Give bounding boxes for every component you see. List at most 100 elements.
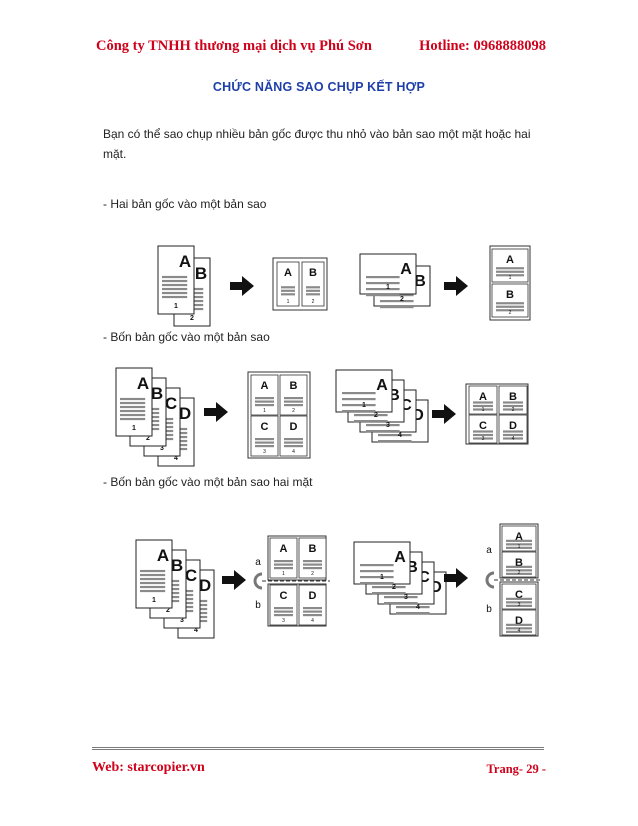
text-line: [303, 610, 322, 613]
text-line: [255, 404, 274, 407]
side-label-a: a: [486, 545, 492, 556]
text-line: [284, 397, 303, 400]
text-line: [162, 275, 188, 279]
text-line: [506, 623, 532, 626]
text-line: [140, 581, 166, 585]
original-page: A1: [335, 369, 393, 413]
page-number: 2: [392, 584, 396, 591]
cell-letter: A: [515, 531, 523, 543]
page-number: 2: [400, 296, 404, 303]
text-line: [473, 437, 493, 440]
copy-cell: D4: [501, 609, 537, 636]
copy-cell: B2: [501, 551, 537, 578]
cell-letter: B: [509, 391, 517, 403]
text-line: [342, 398, 376, 401]
copy-cell: A1: [491, 248, 529, 283]
text-line: [372, 592, 406, 595]
cell-number: 2: [512, 407, 515, 413]
text-line: [274, 607, 293, 610]
text-line: [506, 543, 532, 546]
hotline: Hotline: 0968888098: [419, 38, 546, 54]
text-line: [473, 433, 493, 437]
page-letter: D: [412, 407, 424, 424]
page-letter: A: [376, 377, 388, 394]
page-number: 1: [174, 303, 178, 310]
page-letter: A: [400, 261, 412, 278]
text-line: [378, 434, 412, 437]
text-line: [255, 400, 274, 403]
text-line: [303, 567, 322, 570]
copy-cell: B2: [498, 385, 528, 415]
text-line: [140, 573, 166, 577]
text-line: [255, 438, 274, 441]
copy-cell: D4: [298, 584, 327, 626]
arrow-icon: [444, 276, 468, 296]
text-line: [342, 410, 376, 413]
copy-cell: C3: [269, 584, 298, 626]
cell-number: 3: [282, 618, 285, 624]
text-line: [503, 401, 523, 404]
cell-letter: C: [261, 421, 269, 433]
cell-number: 2: [518, 570, 521, 576]
footer-divider: [92, 747, 544, 750]
text-line: [378, 440, 412, 443]
page-letter: B: [195, 264, 207, 283]
cell-letter: B: [309, 543, 317, 555]
text-line: [360, 570, 394, 573]
text-line: [506, 539, 532, 542]
company-name: Công ty TNHH thương mại dịch vụ Phú Sơn: [96, 38, 372, 54]
text-line: [384, 602, 418, 605]
text-line: [360, 582, 394, 585]
page-letter: B: [171, 556, 183, 575]
copy-cell: A1: [501, 525, 537, 552]
arrow-icon: [222, 570, 246, 590]
text-line: [284, 441, 303, 444]
cell-outline: [250, 374, 279, 416]
text-line: [120, 409, 146, 413]
copy-cell: A1: [468, 385, 498, 415]
copy-cell: C3: [250, 415, 279, 457]
footer-web: Web: starcopier.vn: [92, 760, 205, 775]
text-line: [496, 274, 524, 277]
page-letter: B: [406, 559, 418, 576]
text-line: [284, 400, 303, 403]
text-line: [372, 586, 406, 589]
text-line: [473, 408, 493, 411]
text-line: [496, 270, 524, 273]
text-line: [396, 612, 430, 615]
cell-letter: C: [280, 590, 288, 602]
text-line: [384, 596, 418, 599]
copy-cell: D4: [279, 415, 308, 457]
page-letter: B: [388, 387, 400, 404]
text-line: [162, 291, 188, 295]
page-letter: B: [151, 384, 163, 403]
text-line: [274, 563, 293, 566]
text-line: [506, 597, 532, 600]
original-page: A1: [157, 245, 195, 315]
text-line: [281, 293, 295, 296]
cell-outline: [250, 415, 279, 457]
text-line: [306, 293, 320, 296]
cell-outline: [491, 283, 529, 318]
text-line: [255, 397, 274, 400]
text-line: [303, 614, 322, 617]
page-number: 3: [386, 422, 390, 429]
text-line: [366, 288, 400, 291]
cell-number: 2: [509, 310, 512, 316]
text-line: [284, 445, 303, 448]
text-line: [284, 404, 303, 407]
arrow-icon: [444, 568, 468, 588]
copy-cell: C3: [468, 414, 498, 444]
cell-number: 2: [292, 408, 295, 414]
cell-letter: B: [506, 289, 514, 301]
text-line: [162, 295, 188, 299]
text-line: [255, 445, 274, 448]
cell-letter: A: [284, 267, 292, 279]
cell-number: 4: [512, 436, 515, 442]
page-number: 2: [166, 607, 170, 614]
flip-icon: [253, 572, 263, 590]
cell-number: 4: [311, 618, 314, 624]
text-line: [360, 564, 394, 567]
original-page: A1: [135, 539, 173, 609]
text-line: [281, 286, 295, 289]
